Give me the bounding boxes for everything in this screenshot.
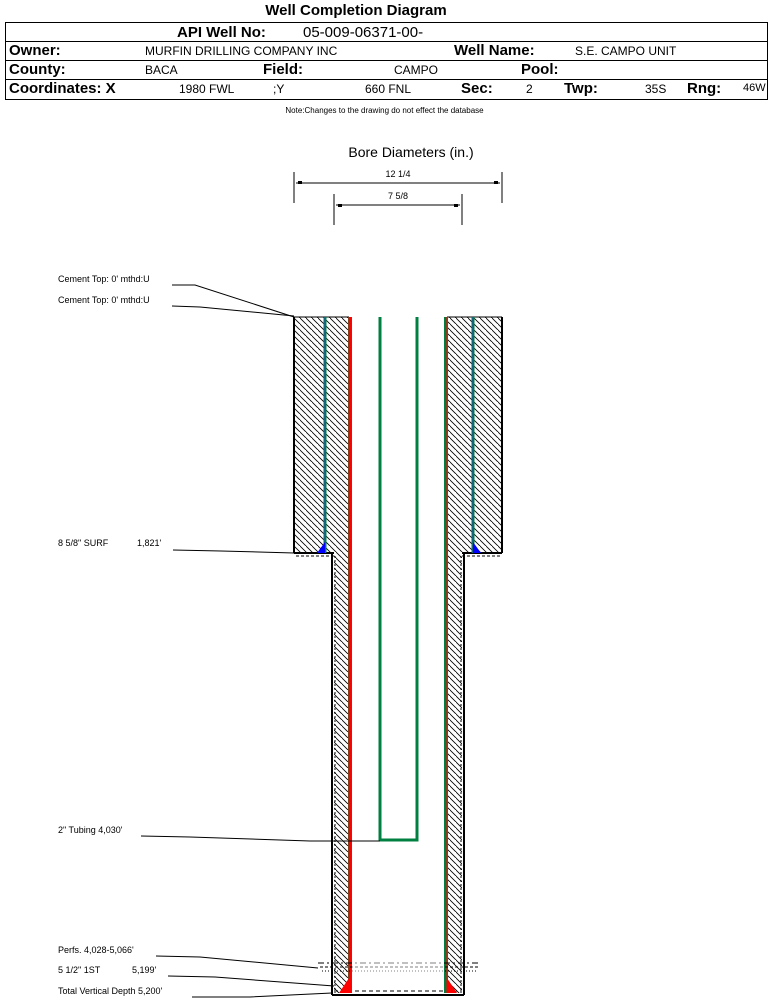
coordinates-label: Coordinates: X [9,80,116,97]
coord-y-value: 660 FNL [365,82,412,96]
field-value: CAMPO [394,63,439,77]
bore-diameter-inner-label: 7 5/8 [388,191,408,201]
production-casing-label: 5 1/2" 1ST [58,965,101,975]
rng-value: 46W [743,82,766,94]
cement-top-1-label: Cement Top: 0' mthd:U [58,274,150,284]
surface-casing [317,317,481,553]
production-casing [339,317,457,993]
surface-hole [293,316,503,557]
coordinates-row: Coordinates: X 1980 FWL ;Y 660 FNL Sec: … [6,80,767,100]
well-name-value: S.E. CAMPO UNIT [575,44,677,58]
county-value: BACA [145,63,178,77]
bore-diameters-title: Bore Diameters (in.) [348,144,473,160]
well-name-label: Well Name: [454,42,535,59]
owner-value: MURFIN DRILLING COMPANY INC [145,44,338,58]
surface-casing-label: 8 5/8" SURF [58,538,109,548]
coord-x-value: 1980 FWL [179,82,235,96]
api-value: 05-009-06371-00- [303,24,424,41]
perfs-label: Perfs. 4,028-5,066' [58,945,134,955]
production-hole [331,553,465,996]
production-cement-shoe-right [447,978,457,993]
tvd-label: Total Vertical Depth 5,200' [58,986,163,996]
annotation-tubing: 2" Tubing 4,030' [58,825,380,842]
surface-casing-depth: 1,821' [137,538,162,548]
annotation-tvd: Total Vertical Depth 5,200' [58,986,333,998]
perforations [318,962,480,974]
county-label: County: [9,61,66,78]
bore-dimension-inner: 7 5/8 [333,191,463,225]
field-label: Field: [263,61,303,78]
database-note: Note:Changes to the drawing do not effec… [285,106,484,115]
coord-y-label: ;Y [273,82,285,96]
annotation-cement-top-2: Cement Top: 0' mthd:U [58,295,295,317]
cement-top-2-label: Cement Top: 0' mthd:U [58,295,150,305]
pool-label: Pool: [521,61,559,78]
bore-diameter-outer-label: 12 1/4 [385,169,410,179]
surface-cement-shoe-left [317,542,325,553]
tubing [378,317,419,842]
annotation-perfs: Perfs. 4,028-5,066' [58,945,319,969]
bore-dimension-outer: 12 1/4 [293,169,503,203]
owner-label: Owner: [9,42,61,59]
annotation-surface-casing: 8 5/8" SURF 1,821' [58,538,295,554]
surface-cement-shoe-right [473,542,481,553]
sec-value: 2 [526,82,533,96]
api-row: API Well No: 05-009-06371-00- [6,23,767,42]
production-casing-depth: 5,199' [132,965,157,975]
annotation-production-casing: 5 1/2" 1ST 5,199' [58,965,335,987]
twp-label: Twp: [564,80,598,97]
production-cement-shoe-left [339,978,349,993]
page-title: Well Completion Diagram [265,2,447,19]
api-label: API Well No: [177,24,266,41]
well-info-header: API Well No: 05-009-06371-00- Owner: MUR… [5,22,768,100]
twp-value: 35S [645,82,667,96]
tubing-label: 2" Tubing 4,030' [58,825,123,835]
owner-row: Owner: MURFIN DRILLING COMPANY INC Well … [6,42,767,61]
county-row: County: BACA Field: CAMPO Pool: [6,61,767,80]
sec-label: Sec: [461,80,493,97]
annotation-cement-top-1: Cement Top: 0' mthd:U [58,274,295,318]
rng-label: Rng: [687,80,722,97]
